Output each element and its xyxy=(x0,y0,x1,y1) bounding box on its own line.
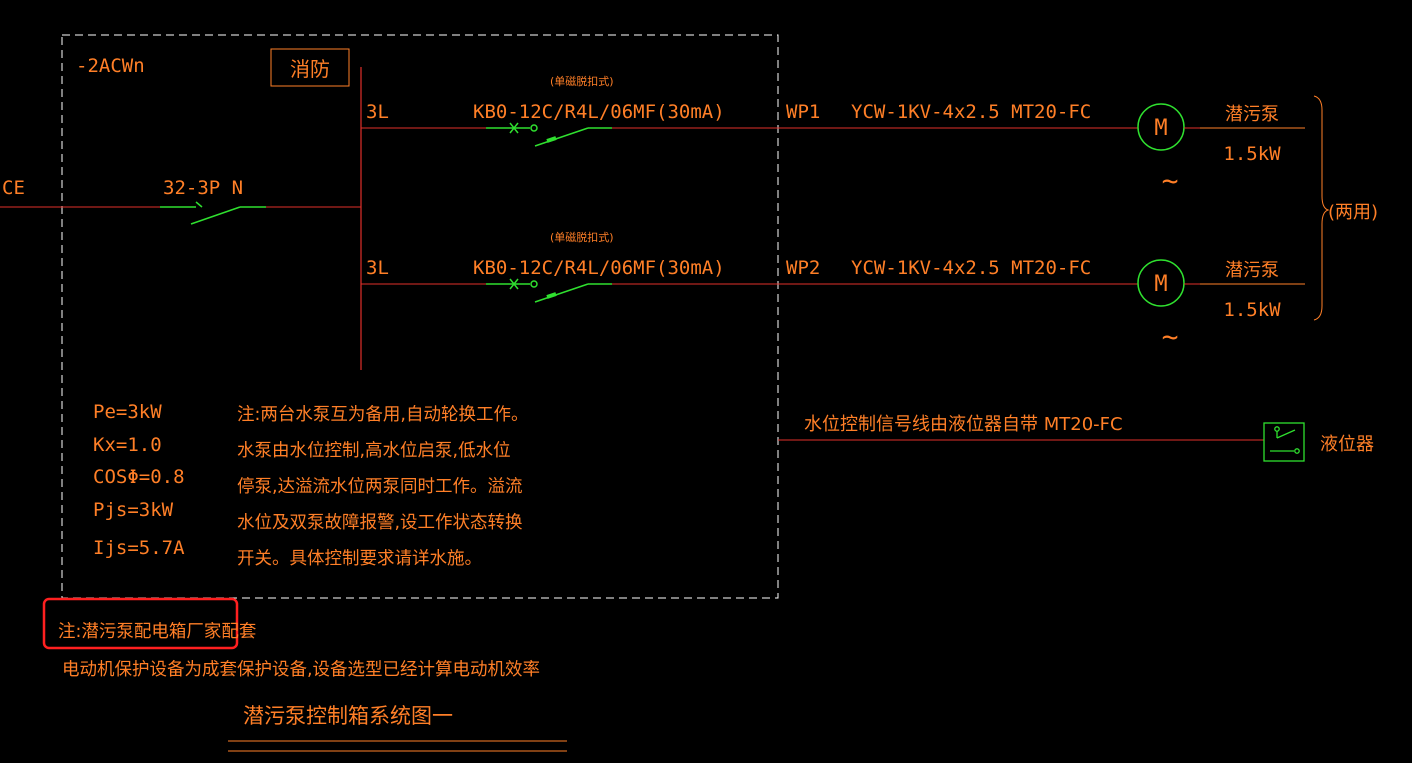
incoming-label: CE xyxy=(2,177,25,199)
circuit-2-motor-label: M xyxy=(1154,272,1167,297)
param-cos: COSΦ=0.8 xyxy=(93,466,185,488)
param-ijs: Ijs=5.7A xyxy=(93,537,185,559)
circuit-2-breaker-symbol xyxy=(486,278,612,303)
highlight-box xyxy=(42,597,239,650)
note-line-2: 水泵由水位控制,高水位启泵,低水位 xyxy=(237,441,511,461)
note-line-3: 停泵,达溢流水位两泵同时工作。溢流 xyxy=(237,477,523,497)
circuit-1-motor-icon xyxy=(1137,103,1185,151)
panel-tag-box xyxy=(270,48,350,87)
note-line-4: 水位及双泵故障报警,设工作状态转换 xyxy=(237,513,523,533)
circuit-1-ac-symbol: ~ xyxy=(1162,164,1179,197)
param-pe: Pe=3kW xyxy=(93,401,162,423)
control-notes: 注:两台水泵互为备用,自动轮换工作。 水泵由水位控制,高水位启泵,低水位 停泵,… xyxy=(237,405,528,569)
circuit-1-note: (单磁脱扣式) xyxy=(550,74,614,88)
duty-brace xyxy=(1313,95,1330,321)
circuit-2-load-name: 潜污泵 xyxy=(1225,260,1279,281)
circuit-2-load-power: 1.5kW xyxy=(1223,299,1281,321)
footer-highlight-note: 注:潜污泵配电箱厂家配套 xyxy=(58,622,256,642)
level-control-device: 液位器 xyxy=(1320,434,1374,455)
circuit-2-motor-icon xyxy=(1137,259,1185,307)
incoming-breaker-symbol xyxy=(160,201,266,225)
circuit-2-breaker-label: KB0-12C/R4L/06MF(30mA) xyxy=(473,257,725,279)
param-pjs: Pjs=3kW xyxy=(93,499,174,521)
incoming-breaker-label: 32-3P N xyxy=(163,177,243,199)
note-line-5: 开关。具体控制要求请详水施。 xyxy=(237,549,482,569)
level-sensor-icon xyxy=(1263,422,1305,462)
param-kx: Kx=1.0 xyxy=(93,434,162,456)
circuit-2: 3L (单磁脱扣式) KB0-12C/R4L/06MF(30mA) WP2 YC… xyxy=(361,230,1305,353)
circuit-2-phase: 3L xyxy=(366,257,389,279)
circuit-2-note: (单磁脱扣式) xyxy=(550,230,614,244)
circuit-1-phase: 3L xyxy=(366,101,389,123)
note-line-1: 注:两台水泵互为备用,自动轮换工作。 xyxy=(237,405,528,425)
circuit-2-ac-symbol: ~ xyxy=(1162,320,1179,353)
circuit-1-cable: YCW-1KV-4x2.5 MT20-FC xyxy=(851,101,1091,123)
circuit-1-load-power: 1.5kW xyxy=(1223,143,1281,165)
circuit-1-motor-label: M xyxy=(1154,116,1167,141)
panel-code: -2ACWn xyxy=(76,55,145,77)
load-parameters: Pe=3kW Kx=1.0 COSΦ=0.8 Pjs=3kW Ijs=5.7A xyxy=(93,401,185,559)
level-control-cable: 水位控制信号线由液位器自带 MT20-FC xyxy=(804,414,1123,435)
diagram-title: 潜污泵控制箱系统图一 xyxy=(243,704,453,728)
circuit-1-breaker-symbol xyxy=(486,122,612,147)
circuit-1: 3L (单磁脱扣式) KB0-12C/R4L/06MF(30mA) WP1 YC… xyxy=(361,74,1305,197)
circuit-2-cable: YCW-1KV-4x2.5 MT20-FC xyxy=(851,257,1091,279)
panel-tag: 消防 xyxy=(290,57,330,81)
circuit-2-id: WP2 xyxy=(786,257,820,279)
circuit-1-id: WP1 xyxy=(786,101,820,123)
circuit-1-load-name: 潜污泵 xyxy=(1225,104,1279,125)
circuit-1-breaker-label: KB0-12C/R4L/06MF(30mA) xyxy=(473,101,725,123)
footer-note-2: 电动机保护设备为成套保护设备,设备选型已经计算电动机效率 xyxy=(62,660,540,680)
duty-note: (两用) xyxy=(1328,202,1378,223)
panel-frame xyxy=(61,34,779,599)
